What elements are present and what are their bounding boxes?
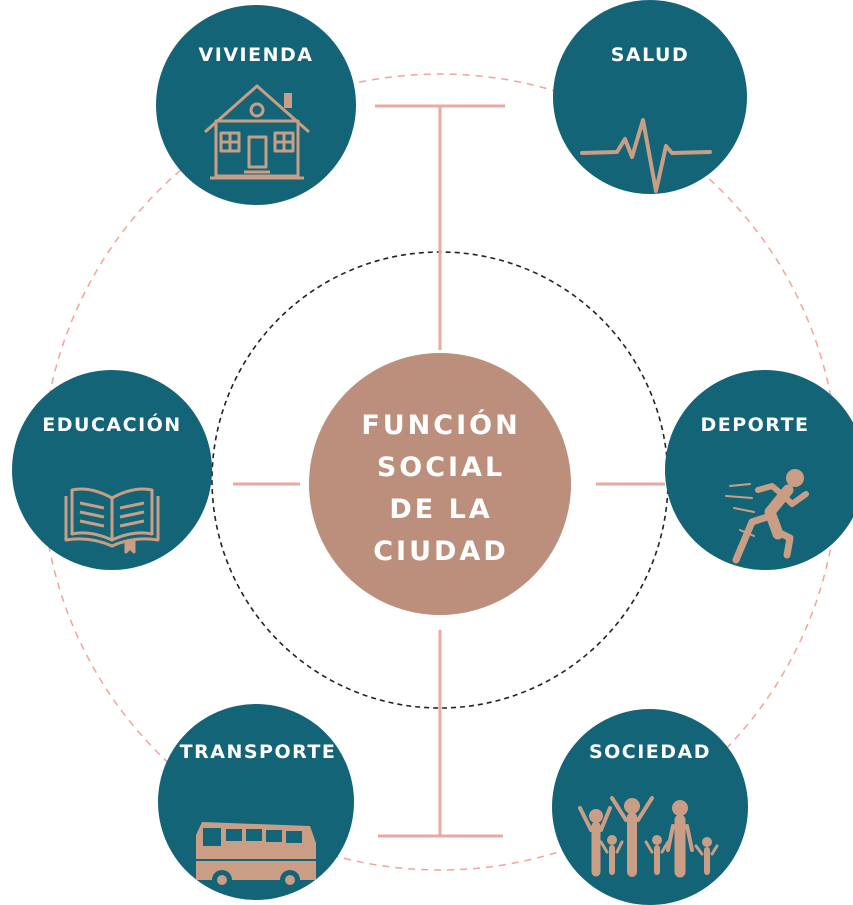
node-educacion: EDUCACIÓN bbox=[12, 370, 212, 570]
center-node: FUNCIÓN SOCIAL DE LA CIUDAD bbox=[309, 353, 571, 615]
node-deporte-circle bbox=[665, 370, 853, 570]
node-sociedad-label: SOCIEDAD bbox=[589, 741, 711, 763]
center-title-line-3: DE LA bbox=[389, 494, 492, 525]
node-salud-label: SALUD bbox=[611, 44, 690, 66]
bus-icon bbox=[196, 822, 316, 890]
connectors bbox=[233, 104, 665, 838]
house-icon bbox=[204, 84, 310, 180]
node-deporte-label: DEPORTE bbox=[700, 414, 809, 436]
node-vivienda-label: VIVIENDA bbox=[199, 44, 314, 66]
center-circle bbox=[309, 353, 571, 615]
heartbeat-icon bbox=[580, 118, 712, 193]
node-sociedad: SOCIEDAD bbox=[552, 709, 748, 905]
node-educacion-circle bbox=[12, 370, 212, 570]
family-icon bbox=[578, 796, 719, 878]
node-educacion-label: EDUCACIÓN bbox=[42, 412, 181, 436]
node-deporte: DEPORTE bbox=[665, 370, 853, 570]
runner-icon bbox=[725, 469, 809, 564]
node-transporte: TRANSPORTE bbox=[158, 704, 354, 900]
center-title-line-2: SOCIAL bbox=[377, 452, 505, 483]
node-sociedad-circle bbox=[552, 709, 748, 905]
node-salud: SALUD bbox=[553, 0, 747, 194]
book-icon bbox=[64, 487, 160, 554]
node-transporte-label: TRANSPORTE bbox=[180, 741, 337, 763]
node-vivienda: VIVIENDA bbox=[156, 5, 356, 205]
center-title-line-1: FUNCIÓN bbox=[361, 409, 520, 441]
node-salud-circle bbox=[553, 0, 747, 194]
center-title-line-4: CIUDAD bbox=[373, 536, 509, 567]
